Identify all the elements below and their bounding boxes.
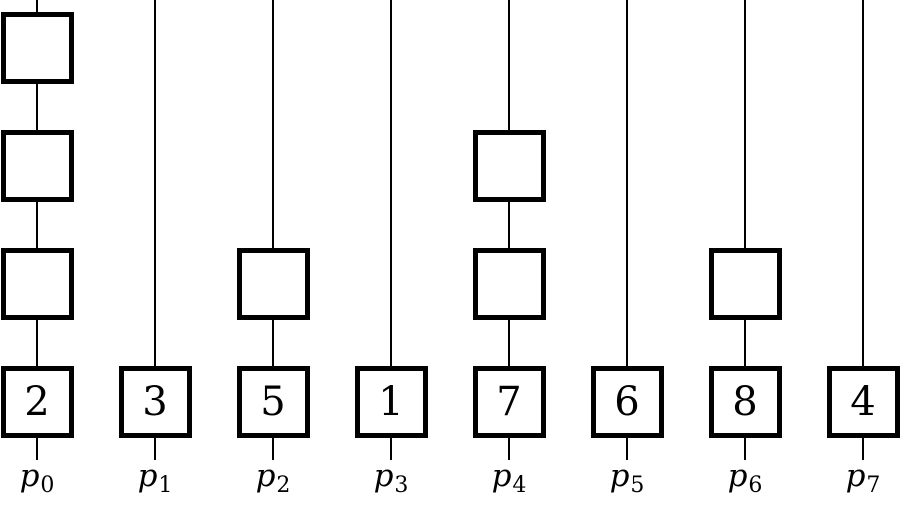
box-value: 6 [614, 379, 640, 425]
pole-line-p7 [862, 0, 864, 460]
pole-line-p5 [626, 0, 628, 460]
pole-label: p1 [113, 458, 197, 498]
value-box: 1 [354, 366, 428, 438]
value-box: 2 [0, 366, 74, 438]
pole-label-subscript: 5 [630, 473, 645, 498]
box-value: 3 [142, 379, 168, 425]
pole-label-base: p [137, 458, 158, 494]
pole-label-base: p [727, 458, 748, 494]
pole-label: p5 [585, 458, 669, 498]
pole-label-subscript: 0 [40, 473, 55, 498]
empty-box [0, 12, 74, 84]
value-box: 5 [236, 366, 310, 438]
box-value: 5 [260, 379, 286, 425]
value-box: 7 [472, 366, 546, 438]
box-value: 7 [496, 379, 522, 425]
empty-box [472, 130, 546, 202]
pole-line-p6 [744, 0, 746, 460]
pole-label-subscript: 1 [158, 473, 173, 498]
box-value: 1 [378, 379, 404, 425]
pole-label: p0 [0, 458, 79, 498]
pole-label-base: p [373, 458, 394, 494]
pole-label-subscript: 2 [276, 473, 291, 498]
pole-label-base: p [491, 458, 512, 494]
pole-label-subscript: 7 [866, 473, 881, 498]
empty-box [708, 248, 782, 320]
pole-label-base: p [845, 458, 866, 494]
value-box: 3 [118, 366, 192, 438]
empty-box [472, 248, 546, 320]
pole-line-p3 [390, 0, 392, 460]
pole-line-p4 [508, 0, 510, 460]
empty-box [236, 248, 310, 320]
pole-label-subscript: 4 [512, 473, 527, 498]
pole-label-subscript: 6 [748, 473, 763, 498]
pole-label: p3 [349, 458, 433, 498]
value-box: 8 [708, 366, 782, 438]
empty-box [0, 248, 74, 320]
value-box: 6 [590, 366, 664, 438]
pole-line-p0 [36, 0, 38, 460]
empty-box [0, 130, 74, 202]
box-value: 8 [732, 379, 758, 425]
box-value: 4 [850, 379, 876, 425]
pole-label: p2 [231, 458, 315, 498]
pole-label: p6 [703, 458, 787, 498]
pole-label-base: p [609, 458, 630, 494]
pole-label-base: p [255, 458, 276, 494]
pole-line-p1 [154, 0, 156, 460]
pole-label-base: p [19, 458, 40, 494]
pole-label-subscript: 3 [394, 473, 409, 498]
pole-label: p4 [467, 458, 551, 498]
value-box: 4 [826, 366, 900, 438]
pole-label: p7 [821, 458, 901, 498]
box-value: 2 [24, 379, 50, 425]
pole-line-p2 [272, 0, 274, 460]
